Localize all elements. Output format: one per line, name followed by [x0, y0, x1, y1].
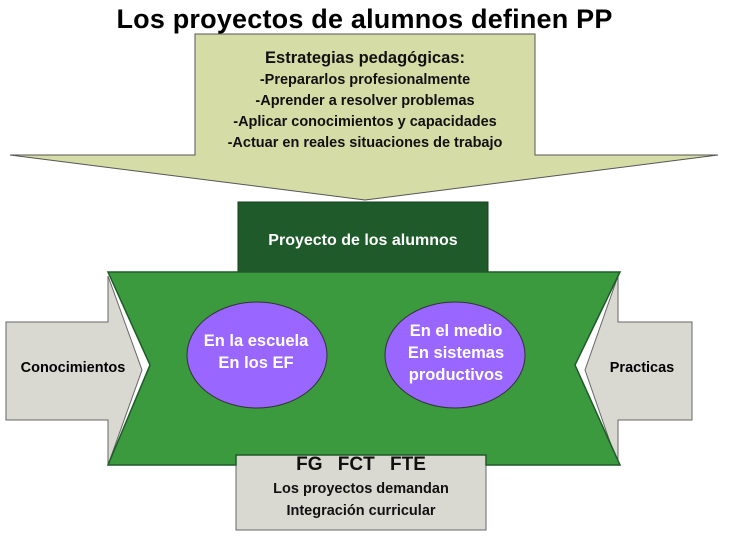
bottom-demand-text: FG FCT FTE Los proyectos demandan Integr… — [236, 452, 486, 522]
program-codes: FG FCT FTE — [296, 454, 426, 475]
strategies-heading: Estrategias pedagógicas: — [265, 49, 465, 67]
ellipse-line: En el medio — [409, 322, 503, 340]
strategy-item: -Aprender a resolver problemas — [255, 93, 475, 109]
practice-label: Practicas — [609, 360, 675, 376]
strategy-item: -Prepararlos profesionalmente — [259, 72, 471, 88]
strategies-text: Estrategias pedagógicas: -Prepararlos pr… — [160, 46, 570, 154]
demand-line: Integración curricular — [286, 503, 436, 519]
strategy-item: -Actuar en reales situaciones de trabajo — [227, 135, 503, 151]
demand-line: Los proyectos demandan — [273, 481, 449, 497]
project-box — [237, 201, 489, 275]
ellipse-line: En los EF — [218, 354, 294, 372]
ellipse-line: En la escuela — [203, 332, 309, 350]
school-ellipse — [186, 301, 328, 409]
school-ellipse-text: En la escuela En los EF — [186, 330, 326, 374]
page-title: Los proyectos de alumnos definen PP — [116, 4, 613, 34]
environment-ellipse-text: En el medio En sistemas productivos — [386, 320, 526, 386]
ellipse-line: En sistemas — [407, 344, 505, 362]
strategy-item: -Aplicar conocimientos y capacidades — [233, 114, 497, 130]
knowledge-label: Conocimientos — [20, 360, 126, 376]
strategies-arrow — [9, 33, 719, 201]
environment-ellipse — [384, 301, 526, 409]
knowledge-arrow — [5, 275, 143, 466]
project-body — [106, 271, 622, 466]
project-label: Proyecto de los alumnos — [268, 232, 458, 249]
practice-arrow — [584, 275, 693, 466]
ellipse-line: productivos — [408, 366, 504, 384]
